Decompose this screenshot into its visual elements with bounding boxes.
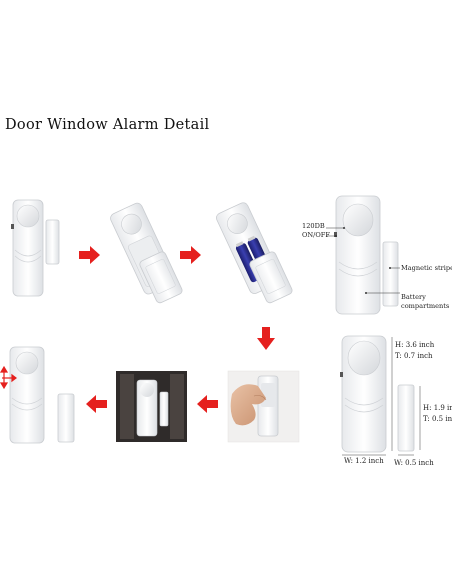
arrow-right-icon [180, 246, 201, 264]
labeled-device-image [326, 195, 400, 315]
battery-label-line2: compartments [401, 302, 450, 310]
magnetic-stripe-label: Magnetic stripe [401, 264, 452, 272]
magnet-thickness-label: T: 0.5 in [423, 415, 452, 423]
page-title: Door Window Alarm Detail [5, 117, 210, 133]
installed-on-door-image [116, 371, 187, 442]
mounting-hand-image [227, 370, 300, 443]
magnet-height-label: H: 1.9 in [423, 404, 452, 412]
arrow-right-icon [79, 246, 100, 264]
power-switch-label: ON/OFF [302, 231, 330, 239]
move-arrows-icon [0, 365, 17, 390]
arrow-down-icon [257, 327, 275, 350]
arrow-left-icon [197, 395, 218, 413]
device-opened-image [110, 202, 183, 304]
battery-compartment-image [216, 202, 293, 304]
device-assembled-image [11, 199, 60, 297]
arrow-left-icon [86, 395, 107, 413]
device-separated-image [0, 346, 75, 444]
magnet-width-label: W: 0.5 inch [394, 459, 434, 467]
main-width-label: W: 1.2 inch [344, 457, 384, 465]
main-height-label: H: 3.6 inch [395, 341, 435, 349]
decibel-label: 120DB [302, 222, 325, 230]
battery-label-line1: Battery [401, 293, 426, 301]
dimensions-image [340, 335, 421, 456]
main-thickness-label: T: 0.7 inch [395, 352, 433, 360]
